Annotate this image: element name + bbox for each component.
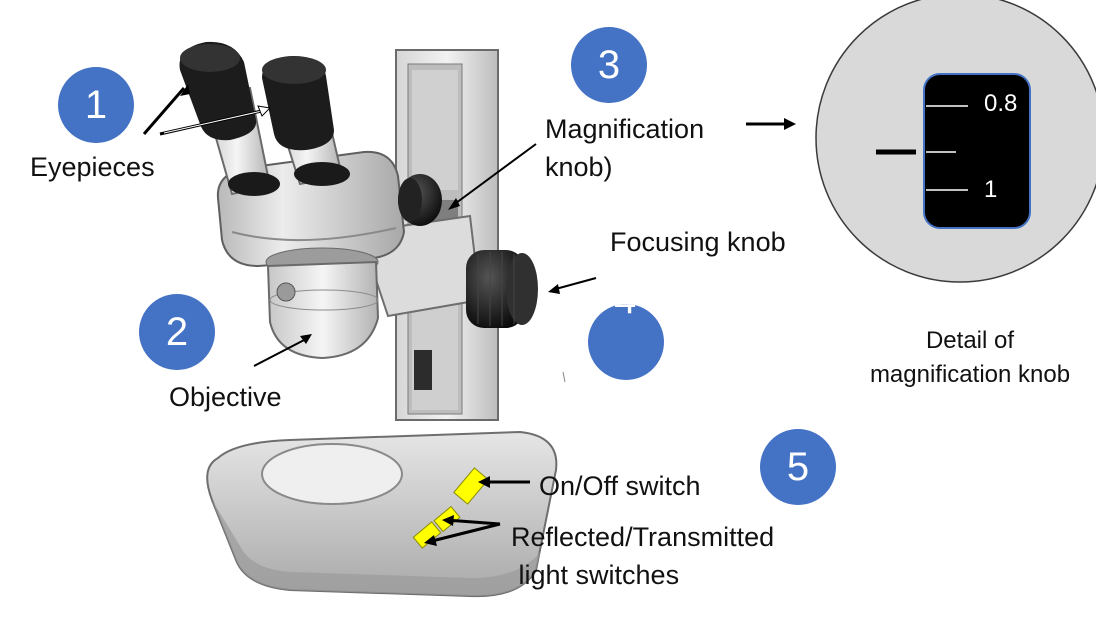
light-switch-arrow-2: [427, 522, 501, 544]
arrow-heads: [180, 84, 796, 546]
detail-caption-line1: Detail of: [925, 327, 1015, 354]
eyepiece-arrow-right-highlight: [163, 110, 263, 134]
eyepiece-tubes: [179, 41, 350, 196]
objective-arrow: [253, 337, 309, 367]
label-focusing-knob: Focusing knob: [610, 227, 786, 257]
badge-5: 5: [760, 429, 836, 505]
magnification-knob: [398, 174, 442, 226]
label-light-switches-line2: light switches: [511, 560, 680, 590]
magnification-knob-arrow: [451, 143, 537, 207]
badge-2: 2: [139, 294, 215, 370]
label-on-off-switch: On/Off switch: [539, 471, 701, 501]
eyepiece-arrow-left: [142, 87, 186, 135]
stage-plate: [261, 443, 403, 505]
badge-4-number: 4: [614, 304, 636, 323]
label-objective: Objective: [169, 382, 282, 412]
on-off-switch-marker: [453, 467, 489, 505]
microscope-base: [206, 430, 558, 598]
label-light-switches-line1: Reflected/Transmitted: [511, 522, 775, 552]
badge-3: 3: [571, 27, 647, 103]
light-switch-arrow-1: [445, 518, 501, 526]
label-magnification-knob-line1: Magnification: [545, 114, 705, 144]
callout-arrows: [142, 87, 786, 544]
label-magnification-knob-line2: knob): [545, 152, 613, 182]
magnification-knob-detail: [815, 0, 1096, 283]
scale-label-bottom: 1: [984, 176, 998, 203]
badge-4: 4: [588, 304, 664, 380]
detail-caption: Detail of magnification knob: [850, 324, 1090, 391]
detail-caption-line2: magnification knob: [869, 360, 1071, 388]
objective-assembly: [265, 247, 380, 360]
focusing-knob: [466, 250, 538, 328]
focusing-knob-arrow: [551, 277, 597, 291]
scale-label-top: 0.8: [984, 90, 1018, 117]
badge-1: 1: [58, 67, 134, 143]
label-eyepieces: Eyepieces: [30, 152, 155, 182]
